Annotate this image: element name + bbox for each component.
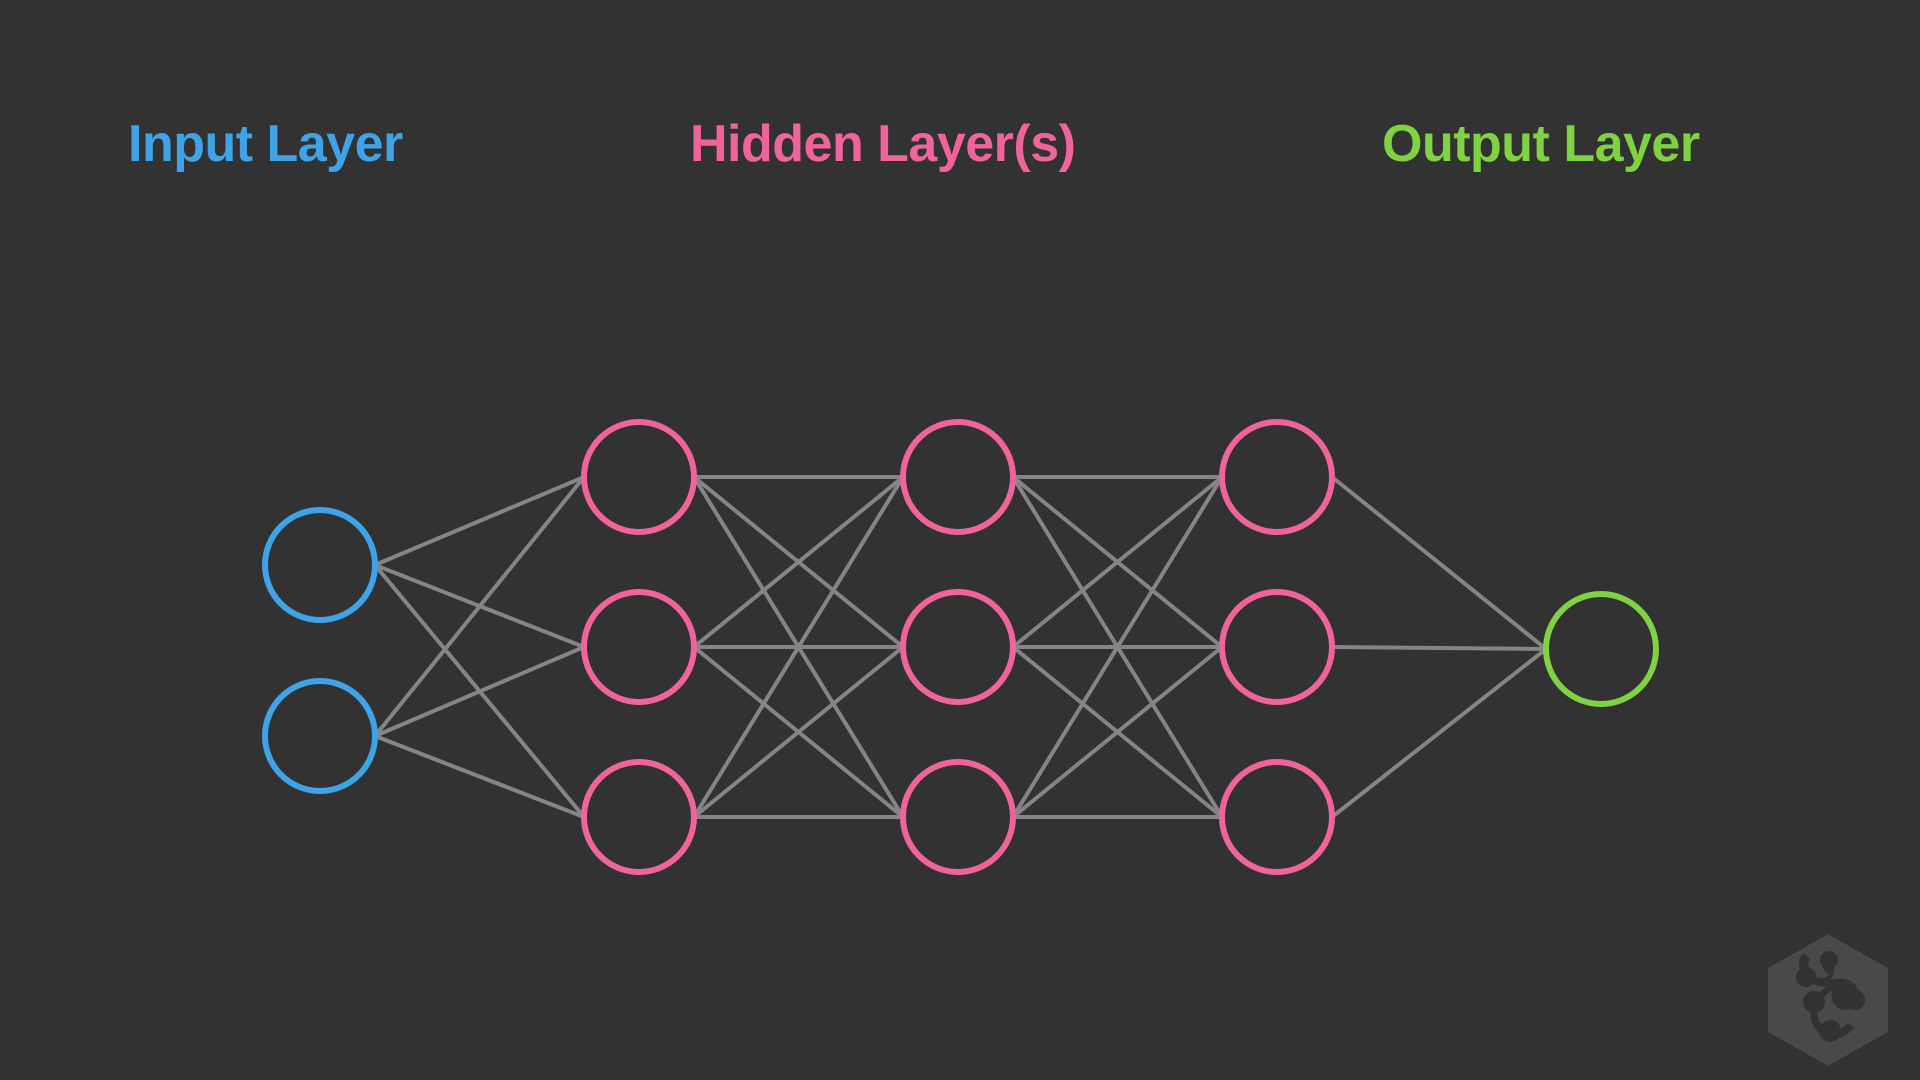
- connection-edge: [1330, 647, 1548, 819]
- neuron-node-h1_2: [581, 589, 697, 705]
- connection-edge: [692, 645, 905, 819]
- watermark-node-dot-5: [1820, 951, 1838, 969]
- connection-edge: [374, 645, 585, 738]
- watermark-node-dot-4: [1845, 990, 1865, 1010]
- neuron-node-h3_3: [1219, 759, 1335, 875]
- connection-edge: [692, 475, 905, 649]
- neuron-node-h2_3: [900, 759, 1016, 875]
- connection-edge: [374, 734, 585, 819]
- brand-watermark-icon: [1768, 934, 1888, 1066]
- neuron-node-i1: [262, 507, 378, 623]
- neuron-node-h3_1: [1219, 419, 1335, 535]
- connection-edge: [1011, 475, 1224, 649]
- watermark-hexagon: [1768, 934, 1888, 1066]
- connection-edge: [1331, 645, 1547, 651]
- connection-edge: [374, 475, 585, 567]
- neuron-node-o1: [1543, 591, 1659, 707]
- watermark-node-dot-1: [1796, 967, 1816, 987]
- watermark-node-dot-3: [1819, 1020, 1841, 1042]
- connection-edge: [1330, 475, 1548, 651]
- connection-edge: [373, 475, 586, 738]
- neuron-node-h3_2: [1219, 589, 1335, 705]
- watermark-neuron-glyph: [1799, 953, 1860, 1039]
- watermark-node-dot-2: [1803, 991, 1825, 1013]
- neuron-node-h2_1: [900, 419, 1016, 535]
- nodes-group: [262, 419, 1659, 875]
- neuron-node-i2: [262, 678, 378, 794]
- neuron-node-h1_1: [581, 419, 697, 535]
- connection-edge: [1011, 645, 1224, 819]
- connection-edge: [692, 475, 905, 819]
- neuron-node-h2_2: [900, 589, 1016, 705]
- edges-group: [373, 475, 1548, 819]
- neuron-node-h1_3: [581, 759, 697, 875]
- connection-edge: [1011, 475, 1224, 819]
